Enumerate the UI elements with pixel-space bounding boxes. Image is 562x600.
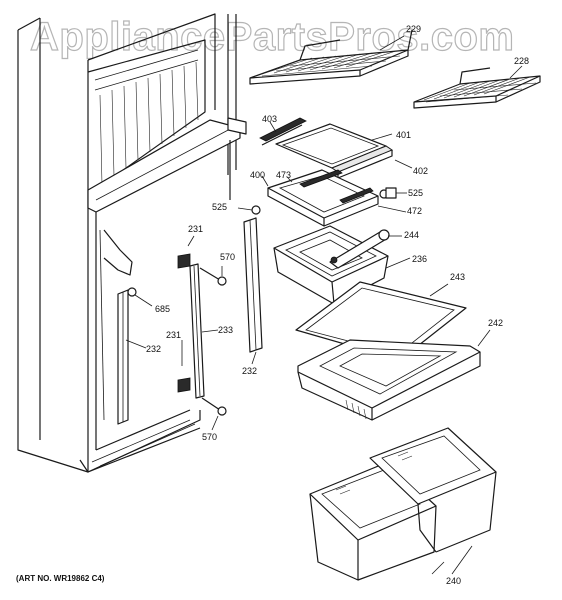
wire-shelf-229 — [249, 29, 413, 85]
callout-233: 233 — [218, 325, 233, 335]
shelf-ladders — [117, 217, 263, 431]
crisper-frame-242 — [297, 329, 491, 421]
wire-shelf-228 — [413, 65, 541, 109]
fresh-food-cabinet — [17, 13, 247, 473]
callout-473: 473 — [276, 170, 291, 180]
callout-232-right: 232 — [242, 366, 257, 376]
callout-243: 243 — [450, 272, 465, 282]
callout-525-left: 525 — [212, 202, 227, 212]
callout-labels: 229 228 403 401 402 400 473 525 525 472 … — [146, 24, 529, 586]
callout-570-bottom: 570 — [202, 432, 217, 442]
callout-236: 236 — [412, 254, 427, 264]
callout-240: 240 — [446, 576, 461, 586]
callout-403: 403 — [262, 114, 277, 124]
callout-228: 228 — [514, 56, 529, 66]
pan-cover-assembly — [259, 117, 413, 179]
crisper-drawers-240 — [309, 427, 497, 581]
callout-402: 402 — [413, 166, 428, 176]
pan-236 — [273, 225, 411, 305]
callout-232-left: 232 — [146, 344, 161, 354]
pan-frame-assembly — [237, 169, 407, 227]
callout-472: 472 — [407, 206, 422, 216]
callout-242: 242 — [488, 318, 503, 328]
watermark-text: AppliancePartsPros.com — [30, 15, 515, 59]
callout-685: 685 — [155, 304, 170, 314]
callout-401: 401 — [396, 130, 411, 140]
callout-229: 229 — [406, 24, 421, 34]
callout-570-top: 570 — [220, 252, 235, 262]
callout-244: 244 — [404, 230, 419, 240]
callout-400: 400 — [250, 170, 265, 180]
callout-231-bottom: 231 — [166, 330, 181, 340]
callout-231-top: 231 — [188, 224, 203, 234]
callout-525-right: 525 — [408, 188, 423, 198]
art-number: (ART NO. WR19862 C4) — [16, 574, 105, 583]
